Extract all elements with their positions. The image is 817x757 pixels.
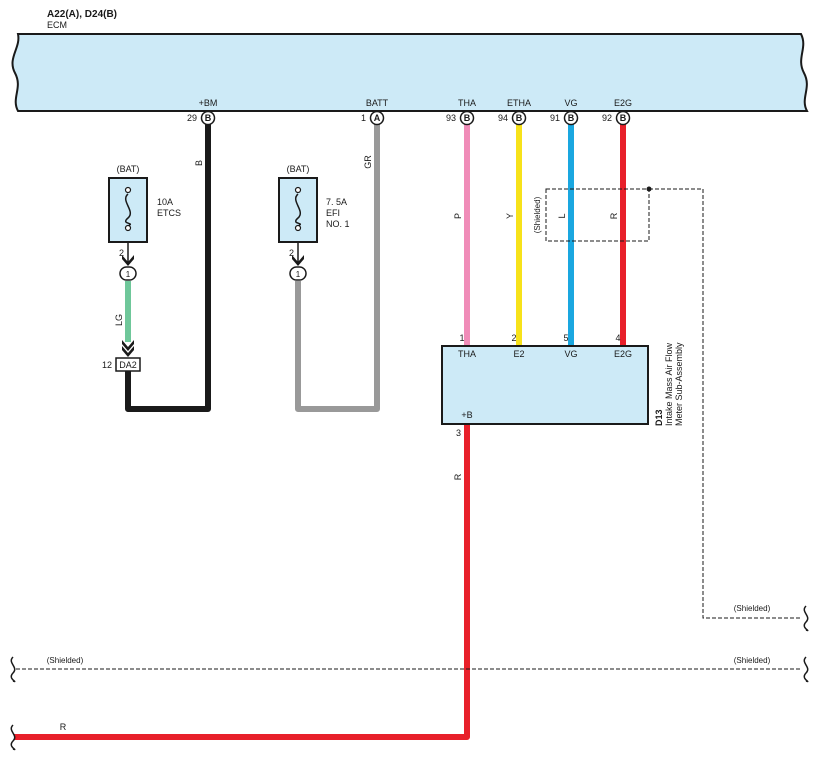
maf-name-line2: Meter Sub-Assembly bbox=[674, 342, 684, 426]
ecm-box bbox=[11, 33, 809, 112]
maf-sensor: 1 2 5 4 THA E2 VG E2G +B 3 D13 Intake Ma… bbox=[441, 333, 684, 438]
ecm-pin-vg: B 91 bbox=[550, 110, 579, 126]
ecm-pin-e2g: B 92 bbox=[602, 110, 631, 126]
break-mark-icon bbox=[10, 656, 16, 683]
ecm-pin-number: 29 bbox=[187, 113, 197, 123]
ecm-label: ECM bbox=[47, 20, 67, 30]
ecm-pin-name-batt: BATT bbox=[366, 98, 389, 108]
fuse-source-label: (BAT) bbox=[117, 164, 140, 174]
fuse-source-label: (BAT) bbox=[287, 164, 310, 174]
fuse-etcs: (BAT) 10A ETCS 2 1 bbox=[108, 164, 181, 281]
maf-pin-name: E2G bbox=[614, 349, 632, 359]
maf-pin-name: E2 bbox=[513, 349, 524, 359]
chevron-down-icon bbox=[122, 346, 134, 357]
ecm-pin-etha: B 94 bbox=[498, 110, 527, 126]
wire-label-r-e2g: R bbox=[609, 212, 619, 219]
fuse-pin-number: 2 bbox=[289, 248, 294, 258]
wire-gr bbox=[295, 124, 380, 412]
maf-plus-b-number: 3 bbox=[456, 428, 461, 438]
maf-pin-number: 4 bbox=[615, 333, 620, 343]
ecm-pin-number: 93 bbox=[446, 113, 456, 123]
fuse-rating: 7. 5A bbox=[326, 197, 347, 207]
fuse-name: ETCS bbox=[157, 208, 181, 218]
fuse-pin-number: 2 bbox=[119, 248, 124, 258]
ecm-pin-batt: A 1 bbox=[361, 110, 385, 126]
ecm-pin-bm: B 29 bbox=[187, 110, 216, 126]
wire-b bbox=[125, 124, 211, 412]
ecm-pin-number: 94 bbox=[498, 113, 508, 123]
fuse-efi-no1: (BAT) 7. 5A EFI NO. 1 2 1 bbox=[278, 164, 350, 281]
ecm-pin-number: 92 bbox=[602, 113, 612, 123]
fuse-name-line1: EFI bbox=[326, 208, 340, 218]
ecm-pin-name-etha: ETHA bbox=[507, 98, 531, 108]
connector-letter: B bbox=[205, 113, 212, 123]
maf-pin-name: VG bbox=[564, 349, 577, 359]
fuse-icon bbox=[295, 193, 301, 227]
maf-sensor-box bbox=[441, 345, 649, 425]
shield-middle-left-label: (Shielded) bbox=[47, 656, 84, 665]
connector-letter: B bbox=[464, 113, 471, 123]
fuse-rating: 10A bbox=[157, 197, 173, 207]
ecm-pin-name-vg: VG bbox=[564, 98, 577, 108]
maf-pin-number: 5 bbox=[563, 333, 568, 343]
da2-pin-number: 12 bbox=[102, 360, 112, 370]
junction-icon bbox=[119, 266, 137, 281]
chevron-down-icon bbox=[122, 340, 134, 351]
maf-pin-number: 2 bbox=[511, 333, 516, 343]
shield-drain-line bbox=[649, 188, 800, 619]
wire-label-y: Y bbox=[505, 213, 515, 219]
wire-label-p: P bbox=[453, 213, 463, 219]
da2-connector: DA2 12 bbox=[102, 340, 141, 372]
ecm-pin-tha: B 93 bbox=[446, 110, 475, 126]
connector-letter: B bbox=[516, 113, 523, 123]
junction-number: 1 bbox=[296, 270, 301, 279]
ecm-pin-name-bm: +BM bbox=[199, 98, 218, 108]
junction-icon bbox=[289, 266, 307, 281]
connector-letter: A bbox=[374, 113, 381, 123]
shield-box-label: (Shielded) bbox=[533, 196, 542, 233]
wire-label-r-plus-b: R bbox=[453, 473, 463, 480]
wire-label-r-bottom: R bbox=[60, 722, 67, 732]
break-mark-icon bbox=[10, 724, 16, 751]
shield-right-label: (Shielded) bbox=[734, 604, 771, 613]
shield-middle-right-label: (Shielded) bbox=[734, 656, 771, 665]
maf-code: D13 bbox=[654, 409, 664, 426]
connector-arrow-icon bbox=[292, 255, 304, 266]
connector-letter: B bbox=[620, 113, 627, 123]
wire-label-b: B bbox=[194, 160, 204, 166]
fuse-icon bbox=[125, 193, 131, 227]
wire-label-l: L bbox=[557, 213, 567, 218]
break-mark-icon bbox=[803, 656, 809, 683]
shield-box bbox=[545, 188, 650, 242]
connector-arrow-icon bbox=[122, 255, 134, 266]
ecm-pin-number: 91 bbox=[550, 113, 560, 123]
junction-number: 1 bbox=[126, 270, 131, 279]
wire-label-gr: GR bbox=[363, 155, 373, 169]
fuse-name-line2: NO. 1 bbox=[326, 219, 350, 229]
connector-codes-title: A22(A), D24(B) bbox=[47, 9, 117, 20]
maf-pin-name: THA bbox=[458, 349, 476, 359]
wire-r-plus-b bbox=[14, 423, 470, 740]
da2-label: DA2 bbox=[119, 360, 137, 370]
break-mark-icon bbox=[803, 605, 809, 632]
maf-name-line1: Intake Mass Air Flow bbox=[664, 342, 674, 426]
maf-pin-number: 1 bbox=[459, 333, 464, 343]
maf-plus-b-name: +B bbox=[461, 410, 472, 420]
ecm-pin-name-tha: THA bbox=[458, 98, 476, 108]
connector-letter: B bbox=[568, 113, 575, 123]
ecm-pin-name-e2g: E2G bbox=[614, 98, 632, 108]
ecm-pin-number: 1 bbox=[361, 113, 366, 123]
wire-label-lg: LG bbox=[114, 314, 124, 326]
